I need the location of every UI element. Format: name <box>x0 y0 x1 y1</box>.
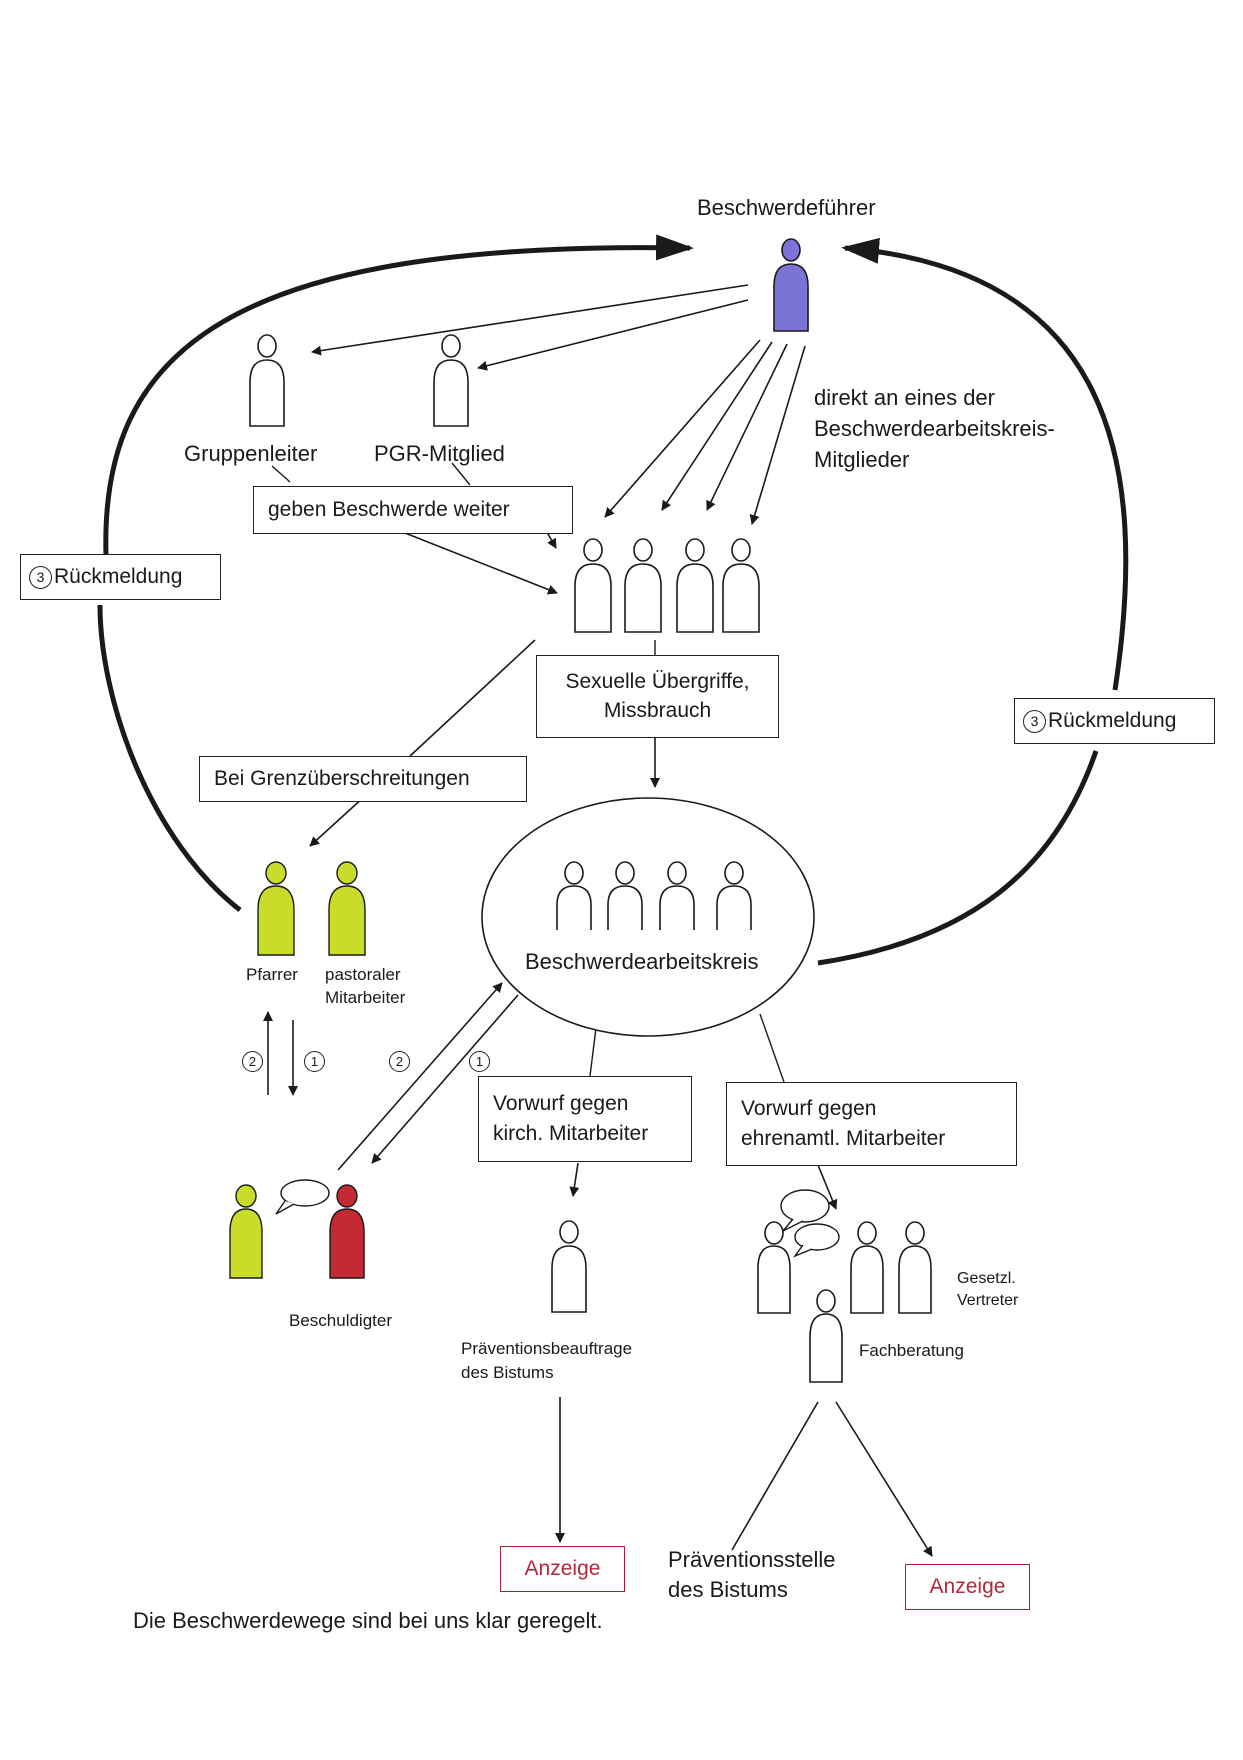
feedback-text-right: Rückmeldung <box>1048 709 1177 732</box>
box-ehren: Vorwurf gegen ehrenamtl. Mitarbeiter <box>726 1082 1017 1166</box>
speech-bubble-icon <box>780 1189 840 1258</box>
gruppenleiter-label: Gruppenleiter <box>184 441 318 466</box>
complainant-label: Beschwerdeführer <box>697 195 876 220</box>
feedback-arc-left-lower <box>97 604 242 912</box>
pfarrer-label: Pfarrer <box>246 965 298 984</box>
fachberatung-label: Fachberatung <box>859 1341 964 1360</box>
box-weiter: geben Beschwerde weiter <box>253 486 573 534</box>
person-pfarrer <box>257 861 295 956</box>
praevbeauftragte-label: Präventionsbeauftrage des Bistums <box>461 1339 633 1382</box>
anzeige-left-label: Anzeige <box>524 1557 601 1580</box>
feedback-number-right: 3 <box>1023 709 1046 733</box>
circle-label: Beschwerdearbeitskreis <box>525 949 759 974</box>
speech-bubble-icon <box>275 1179 330 1215</box>
box-kirch-label: Vorwurf gegen kirch. Mitarbeiter <box>493 1091 649 1145</box>
person-praevbeauftragte <box>551 1220 587 1313</box>
direkt-note: direkt an eines der Beschwerdearbeitskre… <box>814 385 1055 472</box>
box-weiter-label: geben Beschwerde weiter <box>268 497 510 521</box>
feedback-arc-right-lower <box>817 750 1099 966</box>
praevstelle-label: Präventionsstelle des Bistums <box>668 1547 836 1602</box>
step-1-kreis: 1 <box>469 1051 490 1072</box>
box-sexuell-label: Sexuelle Übergriffe, Missbrauch <box>565 670 750 722</box>
gesetzl-label: Gesetzl. Vertreter <box>957 1270 1019 1310</box>
step-1-pfarrer: 1 <box>304 1051 325 1072</box>
anzeige-left: Anzeige <box>500 1546 625 1592</box>
box-sexuell: Sexuelle Übergriffe, Missbrauch <box>536 655 779 738</box>
person-gruppenleiter <box>249 334 285 427</box>
person-group-circle <box>556 861 752 930</box>
footer-note: Die Beschwerdewege sind bei uns klar ger… <box>133 1608 603 1633</box>
anzeige-right: Anzeige <box>905 1564 1030 1610</box>
box-kirch: Vorwurf gegen kirch. Mitarbeiter <box>478 1076 692 1162</box>
beschuldigter-label: Beschuldigter <box>289 1311 393 1330</box>
person-pastoral <box>328 861 366 956</box>
feedback-number-left: 3 <box>29 565 52 589</box>
box-ehren-label: Vorwurf gegen ehrenamtl. Mitarbeiter <box>741 1096 946 1150</box>
step-2-kreis: 2 <box>389 1051 410 1072</box>
person-beschuldigter <box>329 1184 365 1279</box>
feedback-text-left: Rückmeldung <box>54 565 183 588</box>
feedback-arc-left-upper <box>103 234 694 556</box>
beschwerdearbeitskreis-circle <box>481 797 815 1037</box>
feedback-arc-right-upper <box>841 237 1129 691</box>
box-grenz-label: Bei Grenzüberschreitungen <box>214 766 470 790</box>
step-2-pfarrer: 2 <box>242 1051 263 1072</box>
pgr-label: PGR-Mitglied <box>374 441 505 466</box>
anzeige-right-label: Anzeige <box>929 1575 1006 1598</box>
person-group-top <box>574 538 760 633</box>
person-involved <box>229 1184 263 1279</box>
person-pgr <box>433 334 469 427</box>
pastoral-label: pastoraler Mitarbeiter <box>325 965 406 1007</box>
person-group-ehrenamtl <box>757 1221 932 1383</box>
box-grenz: Bei Grenzüberschreitungen <box>199 756 527 802</box>
person-complainant <box>773 238 809 332</box>
